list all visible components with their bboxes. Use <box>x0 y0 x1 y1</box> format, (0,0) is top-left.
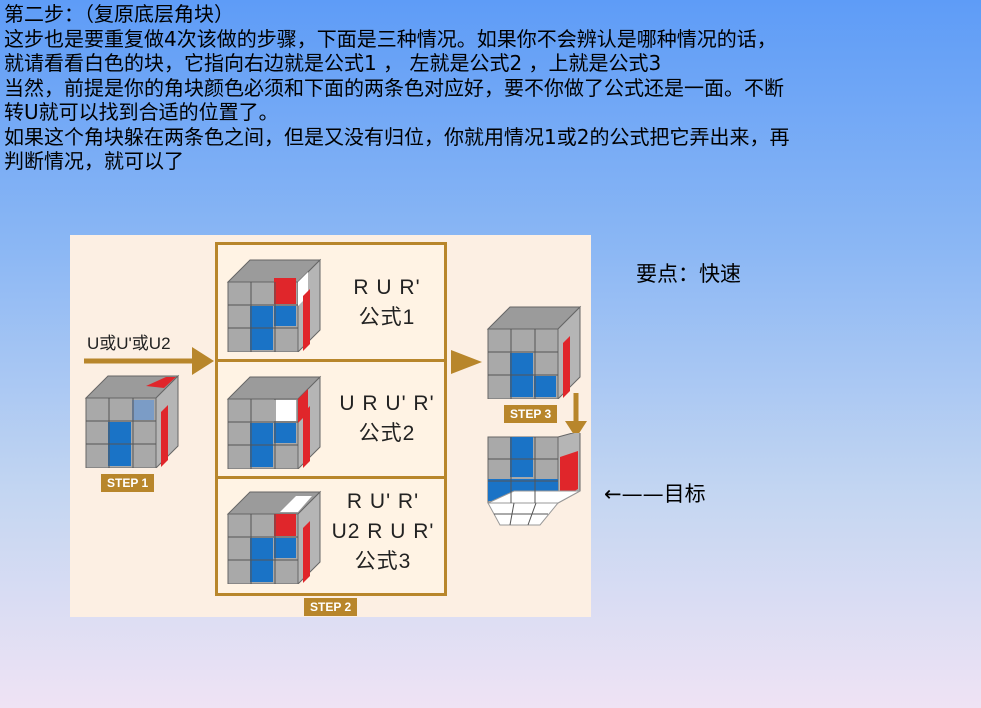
arrow-cases-to-step3 <box>451 350 482 374</box>
case3-cube <box>226 490 322 584</box>
case1-name: 公式1 <box>358 306 416 329</box>
step1-tag: STEP 1 <box>101 474 155 492</box>
step1-cube <box>84 374 180 468</box>
arrowhead <box>565 421 587 438</box>
cube-steps-diagram: U或U'或U2 STEP 1 R U R' 公式1 <box>70 235 591 617</box>
step2-tag: STEP 2 <box>304 598 358 616</box>
target-label: ←——目标 <box>604 482 706 506</box>
move-label: U或U'或U2 <box>87 334 171 353</box>
step3-cube <box>486 305 582 399</box>
goal-cube <box>487 433 581 526</box>
flow-arrows <box>84 347 587 438</box>
case3-name: 公式3 <box>354 550 412 573</box>
case-divider <box>215 476 447 479</box>
cases-frame <box>215 242 447 596</box>
case2-name: 公式2 <box>358 422 416 445</box>
case1-cube <box>226 258 322 352</box>
heading-line: 第二步：（复原底层角块） <box>4 2 234 26</box>
text-line: 如果这个角块躲在两条色之间，但是又没有归位，你就用情况1或2的公式把它弄出来，再 <box>4 124 790 149</box>
text-line: 这步也是要重复做4次该做的步骤，下面是三种情况。如果你不会辨认是哪种情况的话， <box>4 26 777 51</box>
text-line: 就请看看白色的块，它指向右边就是公式1 ， 左就是公式2 ，上就是公式3 <box>4 51 662 75</box>
case3-formula: R U' R' U2 R U R' 公式3 <box>322 487 444 577</box>
case2-moves: U R U' R' <box>339 392 435 415</box>
case1-formula: R U R' 公式1 <box>332 273 442 333</box>
case2-formula: U R U' R' 公式2 <box>328 389 446 449</box>
case3-moves-2: U2 R U R' <box>331 520 435 543</box>
key-point-note: 要点：快速 <box>636 262 741 286</box>
step3-tag: STEP 3 <box>504 405 558 423</box>
case2-cube <box>226 375 322 469</box>
case-divider <box>215 359 447 362</box>
text-line: 转U就可以找到合适的位置了。 <box>4 100 279 124</box>
text-line: 判断情况，就可以了 <box>4 149 184 173</box>
arrowhead <box>192 347 214 375</box>
case3-moves-1: R U' R' <box>346 490 420 513</box>
case1-moves: R U R' <box>353 276 421 299</box>
text-line: 当然，前提是你的角块颜色必须和下面的两条色对应好，要不你做了公式还是一面。不断 <box>4 75 784 100</box>
instruction-text: 第二步：（复原底层角块） 这步也是要重复做4次该做的步骤，下面是三种情况。如果你… <box>4 2 979 174</box>
